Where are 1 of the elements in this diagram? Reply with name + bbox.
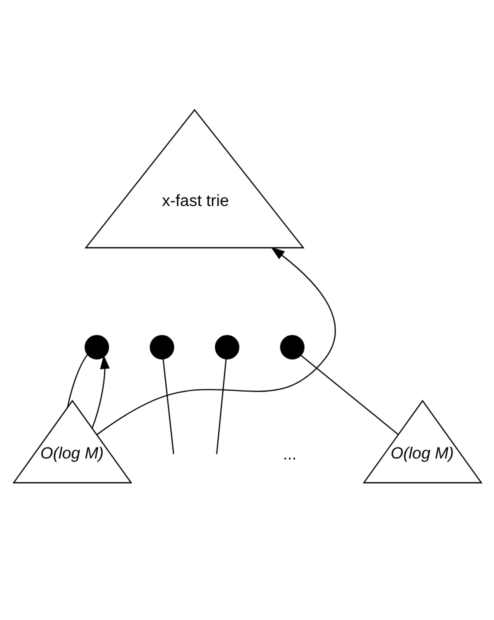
label: ... (282, 446, 296, 464)
